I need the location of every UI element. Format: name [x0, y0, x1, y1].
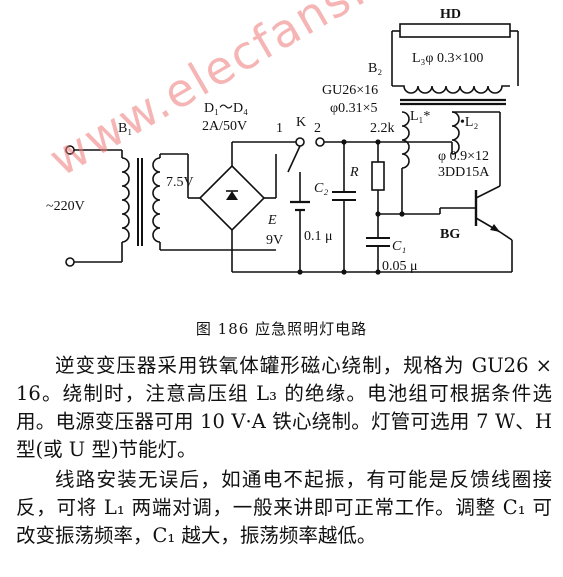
label-ac-input: ~220V	[46, 199, 85, 214]
label-l3-spec: L₃φ 0.3×100	[412, 51, 483, 66]
l1-coil	[401, 111, 410, 169]
label-c1: C₁	[392, 239, 406, 254]
label-switch-k: K	[296, 115, 306, 130]
label-l2: •L₂	[460, 115, 478, 130]
paragraph-2: 线路安装无误后，如通电不起振，有可能是反馈线圈接反，可将 L₁ 两端对调，一般来…	[16, 468, 552, 547]
label-e: E	[267, 213, 277, 228]
label-r-value: 2.2k	[370, 121, 395, 136]
label-battery-voltage: 9V	[266, 233, 283, 248]
label-l1: L₁*	[410, 109, 430, 124]
l2-coil	[451, 111, 460, 155]
ac-terminal-bottom	[65, 257, 75, 267]
label-c2: C₂	[314, 181, 328, 196]
hd-lamp	[399, 23, 511, 38]
label-b1: B₁	[118, 121, 132, 136]
label-switch-pos2: 2	[314, 121, 321, 136]
label-hd: HD	[440, 7, 461, 22]
label-7v5: 7.5V	[166, 175, 194, 190]
label-transistor-model: 3DD15A	[438, 165, 490, 180]
circuit-schematic: HD L₃φ 0.3×100 B₂ GU26×16 φ0.31×5 2.2k L…	[46, 7, 519, 275]
label-bg: BG	[440, 227, 460, 242]
label-gu-spec: GU26×16	[322, 83, 378, 98]
label-d-rating: 2A/50V	[202, 119, 247, 134]
label-d-range: D₁～D₄	[204, 101, 248, 116]
l3-coil	[392, 85, 510, 94]
switch-k	[287, 145, 301, 173]
label-l2-spec: φ 0.9×12	[438, 149, 489, 164]
label-b2: B₂	[368, 61, 382, 76]
body-text: 逆变变压器采用铁氧体罐形磁心绕制，规格为 GU26 × 16。绕制时，注意高压组…	[16, 352, 552, 550]
resistor-r	[371, 161, 385, 191]
label-r: R	[349, 165, 359, 180]
b1-primary-coil	[121, 157, 130, 243]
label-c1-value: 0.05 μ	[382, 259, 418, 274]
label-c2-value: 0.1 μ	[304, 229, 333, 244]
b1-secondary-coil	[152, 157, 161, 243]
figure-caption: 图 186 应急照明灯电路	[195, 320, 368, 338]
paragraph-1: 逆变变压器采用铁氧体罐形磁心绕制，规格为 GU26 × 16。绕制时，注意高压组…	[16, 354, 552, 461]
label-phi-spec: φ0.31×5	[330, 101, 377, 116]
label-switch-pos1: 1	[276, 121, 283, 136]
